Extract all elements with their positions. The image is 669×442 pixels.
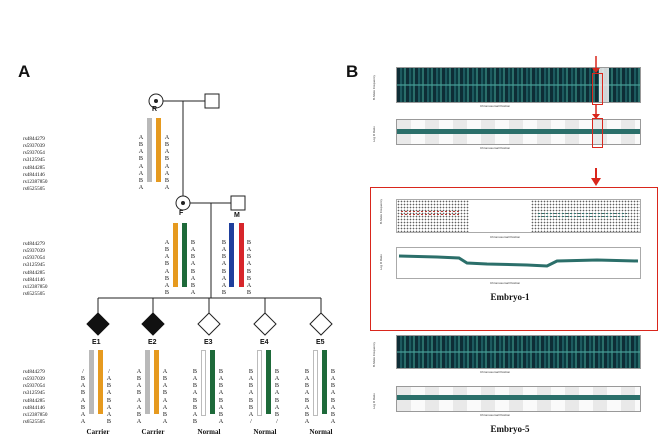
embryo-e1-symbol: [86, 312, 110, 336]
embryo-e4-green-bar: [266, 350, 271, 414]
grandmother-grey-bar: [147, 118, 152, 182]
embryo5-caption: Embryo-5: [490, 424, 530, 434]
zoom-baf-xlabel: Chromosomal Position: [490, 235, 521, 239]
father-label: F: [179, 210, 184, 217]
embryo-e2-orange-bar: [154, 350, 159, 414]
e5-logr-xlabel: Chromosomal Position: [480, 413, 511, 417]
embryo-e3-white-bar: [201, 350, 206, 416]
embryo-e3-symbol: [197, 312, 221, 336]
embryo-e5-white-bar: [313, 350, 318, 416]
father-orange-bar: [173, 223, 178, 287]
embryo-e1-grey-bar: [89, 350, 94, 414]
e5-baf-axis-label: B Allele Frequency: [372, 341, 376, 367]
top-logr-axis-label: Log R Ratio: [372, 126, 376, 142]
embryo-e3-label: E3: [204, 339, 213, 346]
mother-red-bar: [239, 223, 244, 287]
zoom-logr-xlabel: Chromosomal Position: [490, 281, 521, 285]
panel-b-letter: B: [346, 62, 359, 81]
zoom-baf-plot: [396, 199, 641, 233]
mother-label: M: [234, 212, 240, 219]
e5-logr-plot: [396, 386, 641, 412]
baf-highlight-box: [592, 73, 603, 105]
embryo-e5-label: E5: [316, 339, 325, 346]
e5-baf-plot: [396, 335, 641, 369]
top-logr-xlabel: Chromosomal Position: [480, 146, 511, 150]
mother-symbol: [230, 195, 246, 211]
grandfather-symbol: [204, 93, 220, 109]
top-baf-axis-label: B Allele Frequency: [372, 74, 376, 100]
embryo-e3-green-bar: [210, 350, 215, 414]
embryo-e5-symbol: [309, 312, 333, 336]
baf-abnormal-region: [599, 68, 609, 102]
embryo-e2-grey-bar: [145, 350, 150, 414]
zoom-baf-axis-label: B Allele Frequency: [379, 198, 383, 224]
embryo-e5-green-bar: [322, 350, 327, 414]
embryo1-caption: Embryo-1: [490, 292, 530, 302]
red-arrows: [591, 56, 601, 186]
embryo-e3-status: Normal: [197, 428, 221, 436]
e5-baf-xlabel: Chromosomal Position: [480, 370, 511, 374]
panel-a-letter: A: [18, 62, 31, 81]
grandmother-orange-bar: [156, 118, 161, 182]
logr-highlight-box: [592, 118, 603, 148]
grandmother-label: R: [152, 106, 158, 113]
embryo-e2-status: Carrier: [141, 428, 165, 436]
embryo-e2-label: E2: [148, 339, 157, 346]
zoom-logr-plot: [396, 247, 641, 279]
embryo-e4-status: Normal: [253, 428, 277, 436]
mother-blue-bar: [229, 223, 234, 287]
top-logr-plot: [396, 119, 641, 145]
embryo-e1-label: E1: [92, 339, 101, 346]
top-baf-xlabel: Chromosomal Position: [480, 104, 511, 108]
zoom-logr-axis-label: Log R Ratio: [379, 254, 383, 270]
embryo1-zoom-frame: [370, 187, 658, 331]
embryo-e1-status: Carrier: [86, 428, 110, 436]
e5-logr-axis-label: Log R Ratio: [372, 393, 376, 409]
embryo-e2-symbol: [141, 312, 165, 336]
embryo-e5-status: Normal: [309, 428, 333, 436]
embryo-e4-white-bar: [257, 350, 262, 416]
embryo-e1-orange-bar: [98, 350, 103, 414]
pedigree-lines: [86, 93, 333, 336]
father-green-bar: [182, 223, 187, 287]
embryo-e4-label: E4: [260, 339, 269, 346]
embryo-e4-symbol: [253, 312, 277, 336]
